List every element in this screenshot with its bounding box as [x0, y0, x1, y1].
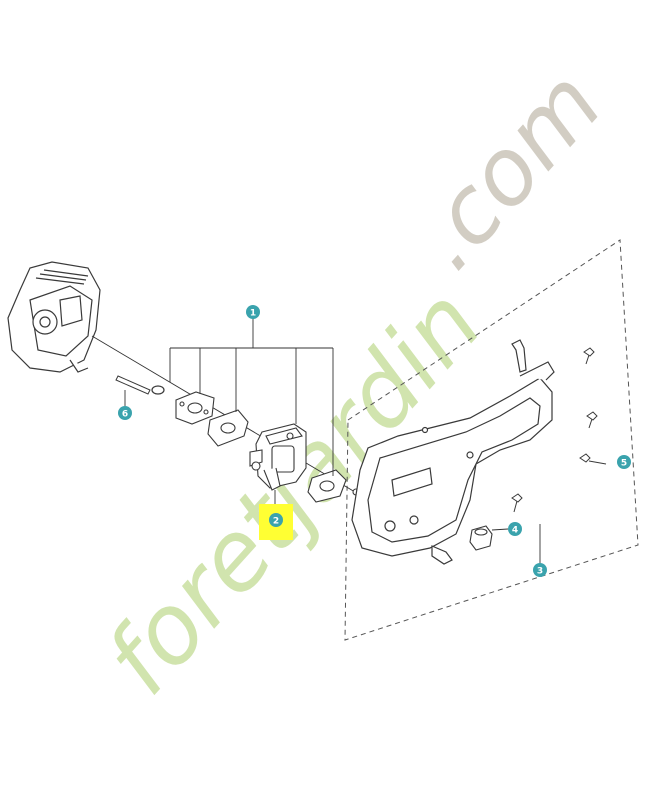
callout-2-highlight[interactable]: 2 [259, 504, 293, 540]
callout-3[interactable]: 3 [533, 563, 547, 577]
cover-screws [511, 347, 607, 513]
watermark-tld-text: .com [392, 50, 623, 289]
o-ring [151, 385, 165, 395]
carburetor-gasket [207, 409, 249, 447]
callout-3-label: 3 [537, 567, 543, 577]
assembly-group-outline [344, 239, 639, 641]
filter-cover-housing [351, 339, 555, 565]
fuel-pin [115, 375, 151, 395]
callout-6[interactable]: 6 [118, 406, 132, 420]
callout-6-label: 6 [122, 410, 128, 420]
cover-knob [469, 525, 493, 551]
callout-1-leaders [169, 318, 334, 476]
intake-adapter [175, 391, 215, 425]
callout-1[interactable]: 1 [246, 305, 260, 319]
callout-1-label: 1 [250, 309, 256, 319]
engine-block [7, 261, 101, 373]
callout-4[interactable]: 4 [508, 522, 522, 536]
assembly-axis-line [91, 335, 356, 493]
carburetor [249, 423, 307, 491]
callout-5-label: 5 [621, 459, 627, 469]
callout-2-label: 2 [273, 517, 279, 527]
callout-5[interactable]: 5 [617, 455, 631, 469]
callout-4-leader [491, 528, 509, 531]
callout-4-label: 4 [512, 526, 518, 536]
